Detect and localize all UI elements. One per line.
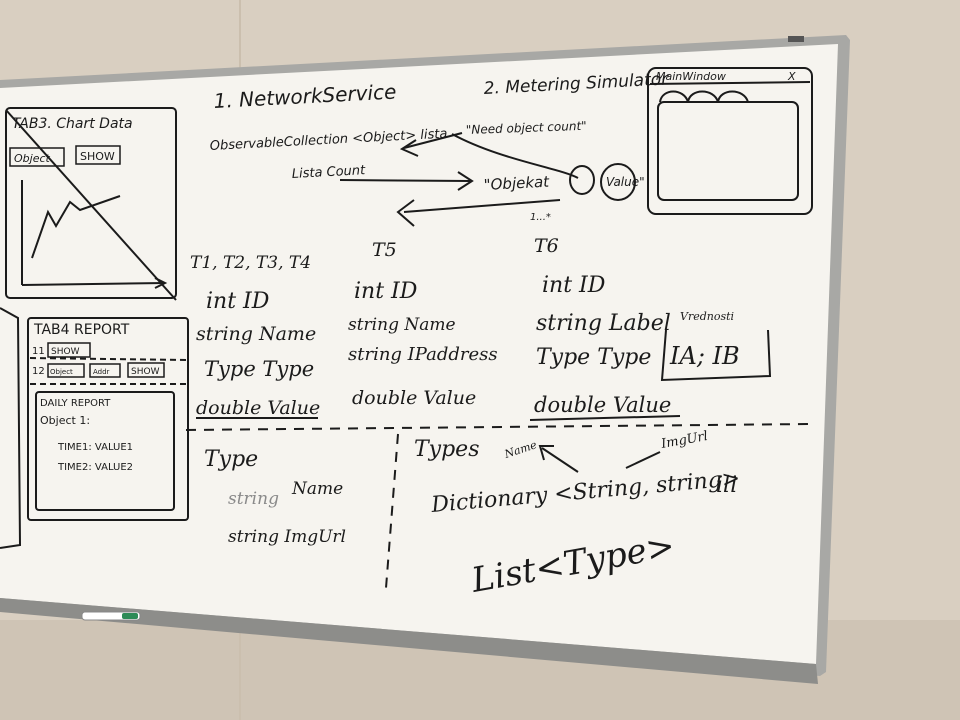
tab3-object-button: Object [14,152,51,165]
vertical-dash-divider [385,433,399,589]
mainwindow-close: X [787,70,796,83]
tab4-row1-show: SHOW [51,347,80,357]
types-arrows [538,445,661,473]
tab4-dash [29,357,187,361]
mainwindow-outer [647,67,813,215]
circle-value [600,163,636,201]
circle-x [569,165,595,195]
whiteboard-surface [0,44,838,664]
mainwindow-sketch [647,67,813,215]
tab3-title: TAB3. Chart Data [12,116,133,132]
t1-field-type: Type Type [204,357,314,381]
t1-field-name: string Name [196,323,316,345]
tab4-panel [0,307,189,549]
types-ili: ili [716,473,737,498]
tab3-x-arrow [154,277,168,289]
tab4-row1-show-box [47,342,91,358]
arrow-imgurl-note [625,451,661,469]
tab4-row2-obj: Object [50,368,73,376]
tab3-x-axis [21,282,166,286]
tab4-row2-addr-box [89,363,121,378]
t6-heading: T6 [534,235,559,257]
tab4-row2-show-box [127,362,165,378]
tab4-row2-obj-box [47,363,85,378]
tab3-chart [21,180,168,289]
arrow-back-head [396,199,415,227]
t5-field-value: double Value [352,387,476,409]
marker-cap [122,613,138,619]
mainwindow-tabs [659,90,749,103]
t6-field-label: string Label [536,311,671,336]
t6-field-value: double Value [534,393,671,417]
arrow-need-count-head [399,139,419,157]
left-partial-panel [0,307,22,549]
t1-field-value: double Value [196,397,320,419]
section1-multiplicity: 1...* [530,212,551,223]
tab3-divider [5,109,177,301]
tab4-report-title: DAILY REPORT [40,398,111,409]
types-heading: Types [414,437,480,462]
tab4-report-line1: TIME1: VALUE1 [57,442,133,453]
t5-field-ipaddress: string IPaddress [348,344,498,365]
arrow-lista-count [339,179,471,182]
arrow-need-count [403,132,463,149]
tab3-sketch-line [31,195,121,259]
marker-tray [0,598,818,684]
mainwindow-inner [657,101,799,201]
tab4-row2-id: 12 [32,366,45,377]
class-decorations [185,329,813,589]
tab3-show-button: SHOW [80,150,115,163]
t5-heading: T5 [372,239,397,261]
t6-ia-ib: IA; IB [669,342,740,370]
arrow-lista-count-head [457,171,474,191]
t1-field-id: int ID [206,289,270,314]
section1-need-count: "Need object count" [466,119,587,137]
tab3-show-box [75,145,121,165]
frame-clip [788,36,804,42]
t6-field-id: int ID [542,273,606,298]
t5-field-name: string Name [348,315,456,335]
t5-field-id: int ID [354,279,418,304]
type-field-imgurl: string ImgUrl [228,527,346,547]
mainwindow-title: MainWindow [656,70,726,83]
t6-underline [529,415,681,421]
tab4-row2-show: SHOW [131,367,160,377]
t6-vrednosti: Vrednosti [680,310,734,323]
t1-heading: T1, T2, T3, T4 [190,253,311,273]
section1-arrows [339,132,636,227]
section1-value: Value" [606,175,645,189]
t6-field-type: Type Type [536,345,651,370]
tab4-row2-addr: Addr [93,368,110,376]
tab4-frame [27,317,189,521]
tab4-title: TAB4 REPORT [33,322,130,338]
type-heading: Type [204,447,258,472]
arrow-name-note-head [538,445,554,461]
arrow-name-note [541,447,579,473]
tab4-row1-id: 11 [32,346,45,357]
t6-bracket [660,329,772,382]
type-field-string: string [228,489,279,509]
section1-lista-count: Lista Count [291,163,366,182]
tab4-report-line2: TIME2: VALUE2 [57,462,133,473]
section1-objekat: "Objekat [483,173,550,194]
tab3-frame [5,107,177,299]
horizontal-dash-divider [185,423,813,431]
tab4-report-object: Object 1: [40,414,90,427]
tab4-report-box [35,391,175,511]
arrow-back [403,199,561,213]
tab3-object-box [9,147,65,167]
mainwindow-titlebar [649,81,811,85]
type-field-name: Name [291,479,343,499]
tab3-panel [5,107,177,301]
